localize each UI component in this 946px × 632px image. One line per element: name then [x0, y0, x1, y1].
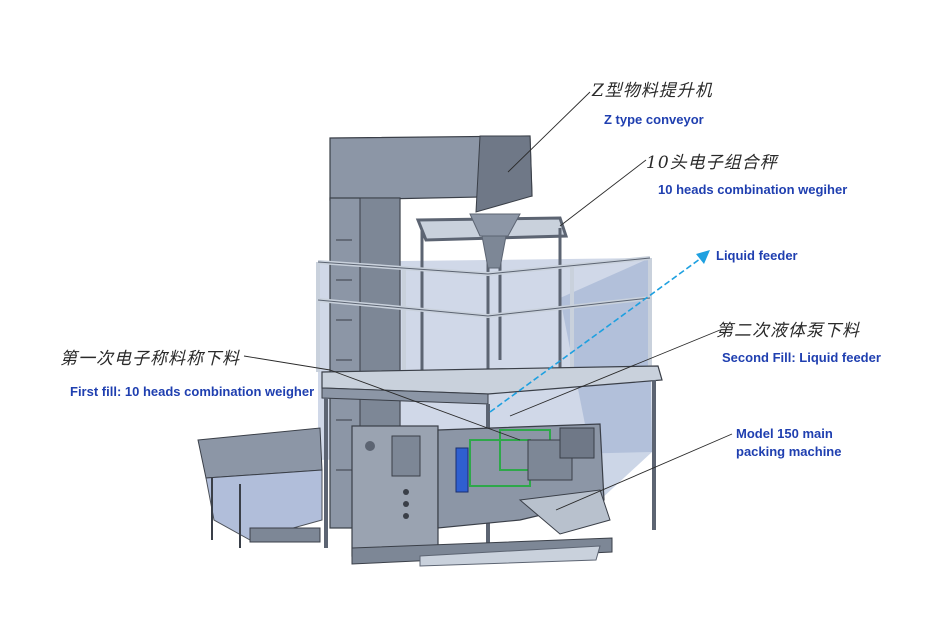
label-main-machine-line2: packing machine	[736, 444, 842, 459]
label-z-conveyor-cn: Z型物料提升机	[592, 81, 713, 101]
platform-deck	[321, 365, 663, 560]
main-packing-machine	[351, 423, 613, 567]
label-second-fill-cn: 第二次液体泵下料	[716, 321, 860, 341]
label-first-fill-cn: 第一次电子称料称下料	[60, 349, 240, 369]
label-z-conveyor-en: Z type conveyor	[604, 112, 704, 127]
label-liquid-feeder-en: Liquid feeder	[716, 248, 798, 263]
liquid-feeder-arrow	[489, 250, 710, 413]
label-second-fill-en: Second Fill: Liquid feeder	[722, 350, 881, 365]
infeed-hopper	[197, 427, 323, 548]
label-weigher-cn: 10头电子组合秤	[646, 153, 778, 173]
combination-weigher-frame	[415, 213, 569, 385]
label-main-machine-line1: Model 150 main	[736, 426, 833, 441]
leader-lines	[243, 91, 733, 511]
label-weigher-en: 10 heads combination wegiher	[658, 182, 848, 197]
label-first-fill-en: First fill: 10 heads combination weigher	[70, 384, 315, 399]
